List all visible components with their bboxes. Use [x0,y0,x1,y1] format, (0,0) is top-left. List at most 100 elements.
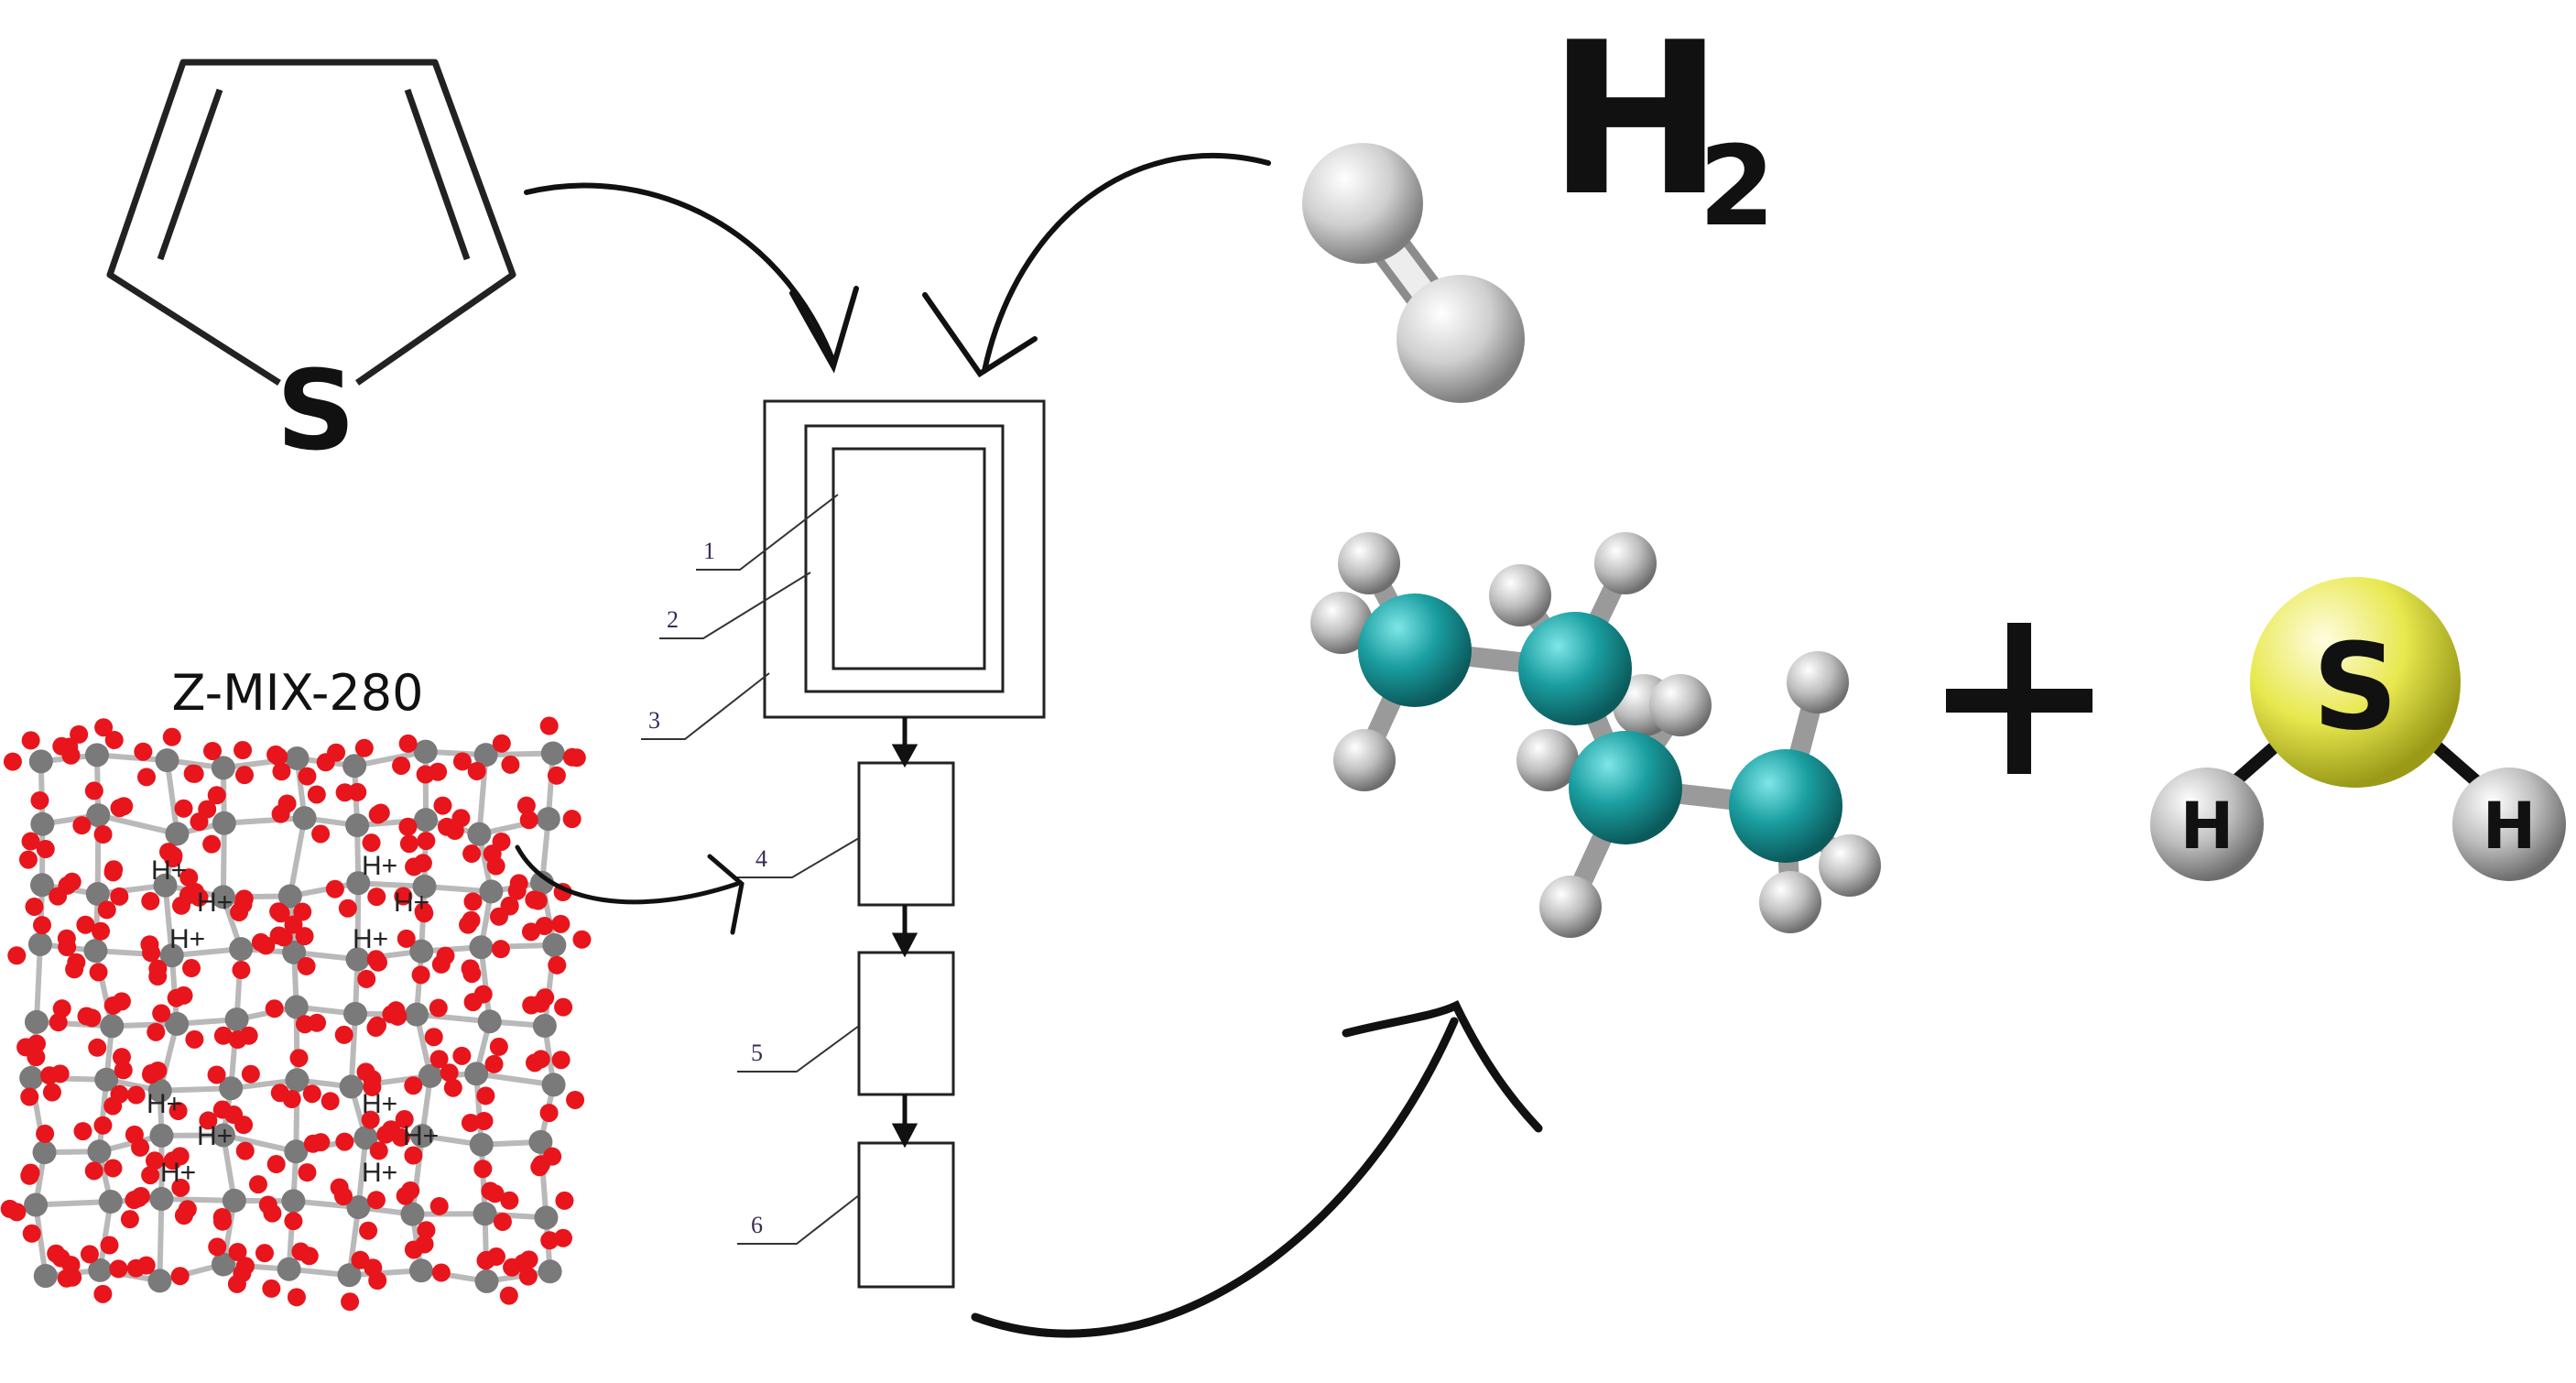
oxygen-atom [25,898,43,916]
oxygen-atom [142,1065,160,1084]
oxygen-atom [63,873,82,891]
oxygen-atom [430,1050,449,1068]
oxygen-atom [267,1155,286,1173]
butane-hydrogen-atom [1594,532,1657,594]
silicon-atom [414,740,438,764]
oxygen-atom [30,791,49,810]
oxygen-atom [20,1088,38,1106]
oxygen-atom [341,1292,359,1311]
oxygen-atom [500,1287,518,1305]
proton-label: H+ [362,851,397,881]
oxygen-atom [453,752,472,770]
silicon-atom [475,1269,499,1293]
oxygen-atom [252,933,270,952]
oxygen-atom [228,1243,246,1261]
oxygen-atom [476,1251,495,1269]
oxygen-atom [369,806,387,824]
oxygen-atom [104,863,123,881]
label-1: 1 [703,538,715,564]
silicon-atom [538,1259,562,1283]
oxygen-atom [93,1285,112,1303]
apparatus [765,401,1044,1287]
oxygen-atom [336,783,354,801]
silicon-atom [542,933,566,957]
oxygen-atom [369,953,387,972]
oxygen-atom [72,816,91,834]
silicon-atom [34,1264,58,1288]
oxygen-atom [462,844,481,863]
oxygen-atom [259,1195,277,1214]
oxygen-atom [417,832,435,850]
oxygen-atom [7,946,26,964]
butane-hydrogen-atom [1539,876,1602,938]
proton-label: H+ [394,888,429,918]
silicon-atom [467,822,491,846]
silicon-atom [542,1073,566,1096]
oxygen-atom [392,757,410,775]
silicon-atom [400,1203,424,1226]
oxygen-atom [163,728,181,746]
oxygen-atom [67,953,85,972]
oxygen-atom [367,1191,386,1209]
oxygen-atom [311,824,330,843]
oxygen-atom [203,742,222,760]
oxygen-atom [103,1159,122,1177]
oxygen-atom [70,725,88,744]
thiophene-double-bond-left [160,90,220,259]
label-4: 4 [755,845,767,872]
proton-label: H+ [362,1089,397,1119]
oxygen-atom [271,1084,289,1102]
oxygen-atom [433,797,451,815]
oxygen-atom [425,1028,443,1046]
oxygen-atom [554,1229,572,1247]
oxygen-atom [563,810,582,828]
silicon-atom [24,1193,48,1217]
oxygen-atom [296,1015,314,1033]
silicon-atom [345,813,369,837]
oxygen-atom [94,825,113,844]
label-3: 3 [648,707,660,734]
oxygen-atom [405,1240,423,1258]
oxygen-atom [175,800,193,818]
oxygen-atom [481,1182,499,1200]
silicon-atom [28,932,52,956]
oxygen-atom [501,756,519,774]
silicon-atom [534,1205,558,1229]
oxygen-atom [484,1055,503,1073]
oxygen-atom [37,840,55,858]
oxygen-atom [186,765,204,783]
oxygen-atom [113,1048,131,1066]
unit-4 [859,763,953,905]
oxygen-atom [432,1263,451,1281]
oxygen-atom [234,741,252,759]
oxygen-atom [175,1206,193,1225]
h2-subscript: 2 [1699,124,1776,251]
silicon-atom [87,1139,111,1163]
reactor-middle [806,426,1003,692]
oxygen-atom [367,888,386,906]
oxygen-atom [51,1064,70,1083]
oxygen-atom [291,1243,310,1261]
silicon-atom [473,1202,497,1225]
butane-hydrogen-atom [1759,871,1821,933]
oxygen-atom [540,717,559,735]
proton-label: H+ [197,1121,233,1151]
oxygen-atom [49,888,67,906]
silicon-atom [537,807,560,831]
proton-label: H+ [160,1158,196,1188]
thiophene-double-bond-right [408,90,467,259]
oxygen-atom [100,1236,118,1255]
oxygen-atom [401,1182,419,1200]
oxygen-atom [92,922,110,941]
oxygen-atom [152,1004,170,1022]
oxygen-atom [473,1160,492,1178]
oxygen-atom [172,897,190,915]
oxygen-atom [148,960,167,978]
oxygen-atom [357,1062,375,1081]
oxygen-atom [462,959,480,977]
oxygen-atom [242,1065,260,1084]
oxygen-atom [43,1084,61,1102]
oxygen-atom [249,1175,267,1193]
oxygen-atom [490,1038,508,1056]
zeolite-structure: H+H+H+H+H+H+H+H+H+H+H+H+ [1,717,592,1312]
